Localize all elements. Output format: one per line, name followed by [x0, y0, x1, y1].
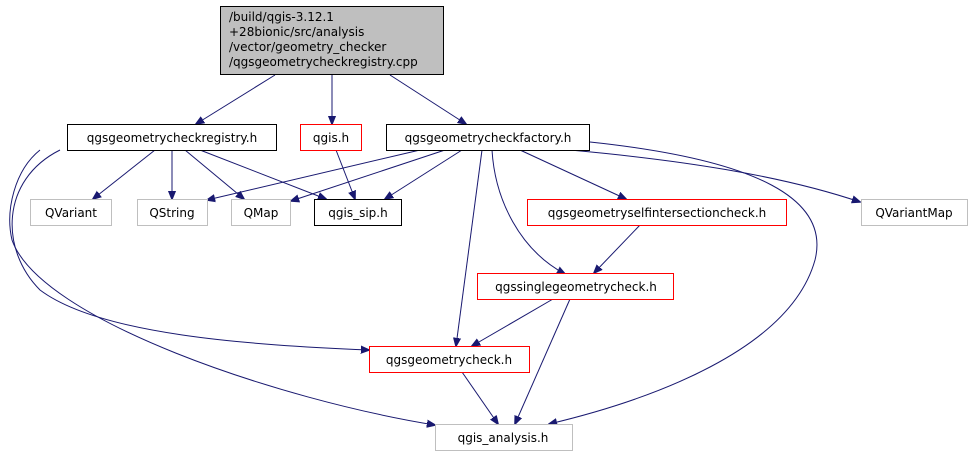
edge-root-registry	[196, 74, 276, 124]
edge-registry-analysis	[9, 149, 435, 425]
node-qvariant[interactable]: QVariant	[30, 199, 112, 226]
edge-selfintersection-singlegeometry	[594, 224, 641, 273]
node-root-file[interactable]: /build/qgis-3.12.1 +28bionic/src/analysi…	[220, 6, 444, 75]
node-qgis-analysis-h[interactable]: qgis_analysis.h	[435, 424, 573, 451]
node-geometrycheck-h-label: qgsgeometrycheck.h	[386, 353, 512, 367]
node-singlegeometry-h[interactable]: qgssinglegeometrycheck.h	[477, 273, 674, 300]
edge-factory-sip	[385, 149, 463, 199]
edge-singlegeometry-analysis	[515, 298, 571, 424]
node-qvariant-label: QVariant	[45, 206, 97, 220]
root-line-3: /vector/geometry_checker	[229, 40, 386, 54]
edge-factory-selfintersection	[519, 149, 626, 199]
edge-registry-qmap	[184, 149, 244, 199]
edge-registry-qvariant	[93, 149, 156, 199]
edge-geometrycheck-analysis	[461, 371, 498, 424]
node-qgis-sip-h[interactable]: qgis_sip.h	[314, 199, 402, 226]
node-singlegeometry-h-label: qgssinglegeometrycheck.h	[495, 280, 657, 294]
node-factory-h-label: qgsgeometrycheckfactory.h	[405, 131, 572, 145]
edge-qgis-sip	[335, 149, 355, 199]
node-qmap[interactable]: QMap	[231, 199, 291, 226]
node-registry-h[interactable]: qgsgeometrycheckregistry.h	[67, 124, 277, 151]
edge-registry-geometrycheck	[11, 149, 369, 350]
node-selfintersection-h[interactable]: qgsgeometryselfintersectioncheck.h	[527, 199, 787, 226]
node-factory-h[interactable]: qgsgeometrycheckfactory.h	[386, 124, 590, 151]
edge-root-factory	[389, 74, 466, 124]
edge-factory-qmap	[291, 149, 446, 201]
edge-factory-singlegeometry	[491, 149, 565, 274]
edge-factory-geometrycheck	[456, 149, 483, 346]
edge-registry-sip	[199, 149, 326, 199]
node-qvariantmap[interactable]: QVariantMap	[861, 199, 968, 226]
node-registry-h-label: qgsgeometrycheckregistry.h	[87, 131, 257, 145]
edges	[9, 74, 860, 425]
node-qstring[interactable]: QString	[137, 199, 208, 226]
root-line-1: /build/qgis-3.12.1	[229, 10, 334, 24]
node-qgis-sip-h-label: qgis_sip.h	[328, 206, 387, 220]
node-qstring-label: QString	[149, 206, 194, 220]
node-qgis-analysis-h-label: qgis_analysis.h	[458, 431, 549, 445]
node-selfintersection-h-label: qgsgeometryselfintersectioncheck.h	[548, 206, 767, 220]
root-line-4: /qgsgeometrycheckregistry.cpp	[229, 55, 418, 69]
node-geometrycheck-h[interactable]: qgsgeometrycheck.h	[369, 346, 530, 373]
edge-factory-qvariantmap	[569, 149, 860, 202]
edge-singlegeometry-geometrycheck	[472, 298, 554, 346]
node-qgis-h[interactable]: qgis.h	[300, 124, 362, 151]
node-qmap-label: QMap	[244, 206, 279, 220]
root-line-2: +28bionic/src/analysis	[229, 25, 364, 39]
node-qvariantmap-label: QVariantMap	[875, 206, 952, 220]
edge-factory-qstring	[207, 149, 421, 200]
edge-factory-analysis	[549, 141, 818, 424]
node-qgis-h-label: qgis.h	[313, 131, 349, 145]
